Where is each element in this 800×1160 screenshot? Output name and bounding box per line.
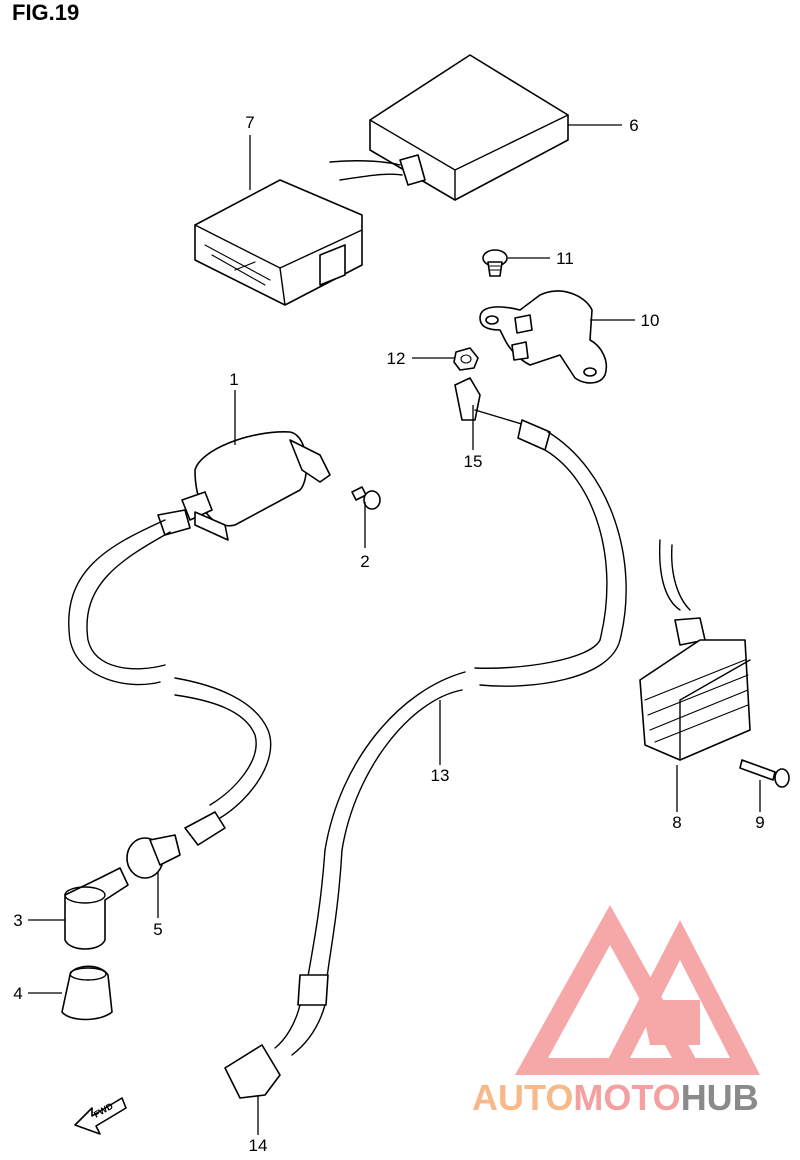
part-4-cover: [61, 965, 113, 1021]
callout-15: 15: [464, 452, 483, 471]
part-6-unit-box: [329, 54, 569, 201]
callout-9: 9: [755, 813, 764, 832]
callout-8: 8: [672, 813, 681, 832]
callout-labels: 1 2 3 4 5 6 7 8 9 10 11 12 13 14 15: [13, 113, 764, 1155]
watermark-logo: [515, 905, 760, 1075]
callout-14: 14: [249, 1136, 268, 1155]
part-3-plug-cap: [64, 867, 129, 950]
callout-2: 2: [360, 552, 369, 571]
part-10-starter-relay: [479, 290, 608, 384]
part-7-control-unit: [194, 179, 363, 306]
part-2-screw: [351, 486, 381, 510]
watermark-text: AUTOMOTOHUB: [472, 1077, 759, 1118]
callout-6: 6: [629, 116, 638, 135]
part-5-cap: [126, 834, 181, 879]
callout-4: 4: [13, 984, 22, 1003]
part-1-ignition-coil: [181, 431, 331, 541]
callout-5: 5: [153, 920, 162, 939]
part-8-regulator: [639, 539, 751, 761]
figure-title: FIG.19: [12, 0, 79, 25]
high-tension-lead: [68, 509, 272, 846]
part-11-bolt: [482, 249, 508, 277]
callout-13: 13: [431, 766, 450, 785]
part-13-15-battery-cable: [224, 377, 627, 1099]
callout-1: 1: [229, 370, 238, 389]
part-9-screw: [739, 759, 790, 788]
callout-3: 3: [13, 911, 22, 930]
callout-11: 11: [556, 249, 574, 268]
leader-lines: [28, 124, 761, 1135]
forward-arrow-icon: FWD: [74, 1097, 127, 1135]
callout-10: 10: [641, 311, 660, 330]
callout-7: 7: [245, 113, 254, 132]
watermark-auto: AUTO: [472, 1077, 573, 1118]
watermark-hub: HUB: [681, 1077, 759, 1118]
watermark-moto: MOTO: [573, 1077, 680, 1118]
callout-12: 12: [387, 349, 406, 368]
part-12-nut: [453, 347, 479, 371]
